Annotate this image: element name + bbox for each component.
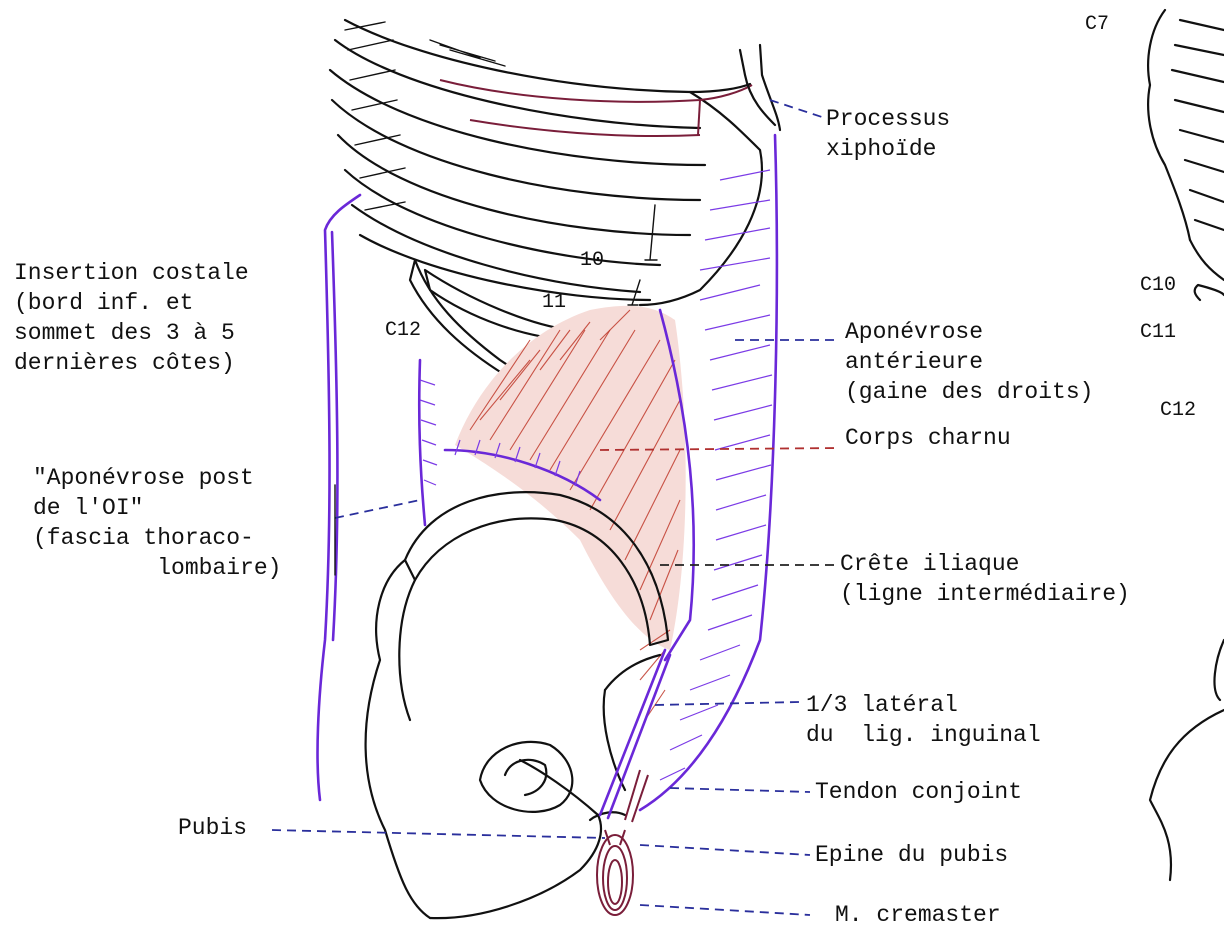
- label-lig-inguinal: 1/3 latéral du lig. inguinal: [806, 690, 1041, 750]
- vertebra-label-c10: C10: [1140, 275, 1176, 297]
- rib-number-10: 10: [580, 250, 604, 272]
- vertebra-label-c12: C12: [1160, 400, 1196, 422]
- label-epine-pubis: Epine du pubis: [815, 840, 1008, 870]
- label-corps-charnu: Corps charnu: [845, 423, 1011, 453]
- costal-cartilage-line: [440, 80, 752, 136]
- vertebral-column: [1148, 10, 1224, 880]
- label-processus-xiphoide: Processus xiphoïde: [826, 104, 950, 164]
- vertebra-label-c7: C7: [1085, 14, 1109, 36]
- label-insertion-costale: Insertion costale (bord inf. et sommet d…: [14, 258, 249, 378]
- cremaster-muscle: [597, 830, 633, 915]
- vertebra-label-c12-left: C12: [385, 320, 421, 342]
- label-cremaster: M. cremaster: [835, 900, 1001, 930]
- label-aponevrose-post: "Aponévrose post de l'OI" (fascia thorac…: [33, 463, 281, 583]
- label-crete-iliaque: Crête iliaque (ligne intermédiaire): [840, 549, 1130, 609]
- label-pubis: Pubis: [178, 813, 247, 843]
- vertebra-label-c11: C11: [1140, 322, 1176, 344]
- label-aponevrose-anterieure: Aponévrose antérieure (gaine des droits): [845, 317, 1093, 407]
- label-tendon-conjoint: Tendon conjoint: [815, 777, 1022, 807]
- rib-number-11: 11: [542, 292, 566, 314]
- lateral-outline: [318, 195, 360, 800]
